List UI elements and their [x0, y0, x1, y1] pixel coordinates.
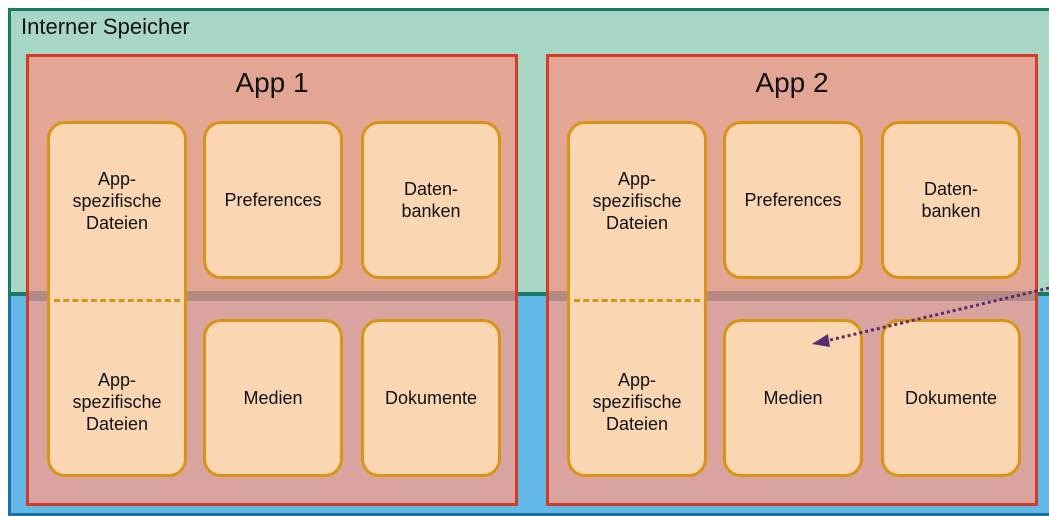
app-1-app-files-dashed-divider: [54, 299, 180, 302]
app-2-box: App 2 App- spezifische Dateien App- spez…: [546, 54, 1038, 506]
app-1-app-files-card: App- spezifische Dateien App- spezifisch…: [47, 121, 187, 477]
app-2-databases-card: Daten- banken: [881, 121, 1021, 279]
app-2-boundary-band: [549, 291, 1035, 301]
app-1-media-label: Medien: [243, 388, 303, 408]
storage-divider: [8, 292, 1049, 296]
app-2-media-label: Medien: [763, 388, 823, 408]
app-1-app-files-internal-label: App- spezifische Dateien: [72, 169, 162, 233]
app-2-media-card: Medien: [723, 319, 863, 477]
app-2-documents-card: Dokumente: [881, 319, 1021, 477]
app-1-title: App 1: [235, 67, 309, 98]
app-2-app-files-external-label: App- spezifische Dateien: [592, 370, 682, 434]
media-access-arrow-line: [825, 286, 1049, 343]
app-2-app-files-internal-label: App- spezifische Dateien: [592, 169, 682, 233]
app-2-preferences-card: Preferences: [723, 121, 863, 279]
app-1-preferences-label: Preferences: [224, 190, 322, 210]
app-2-app-files-card: App- spezifische Dateien App- spezifisch…: [567, 121, 707, 477]
app-1-databases-label: Daten- banken: [401, 179, 461, 221]
app-1-databases-card: Daten- banken: [361, 121, 501, 279]
app-1-boundary-band: [29, 291, 515, 301]
app-1-documents-card: Dokumente: [361, 319, 501, 477]
app-2-documents-label: Dokumente: [904, 388, 998, 408]
app-1-box: App 1 App- spezifische Dateien App- spez…: [26, 54, 518, 506]
app-2-preferences-label: Preferences: [744, 190, 842, 210]
app-1-preferences-card: Preferences: [203, 121, 343, 279]
app-1-app-files-external-label: App- spezifische Dateien: [72, 370, 162, 434]
app-1-media-card: Medien: [203, 319, 343, 477]
app-2-databases-label: Daten- banken: [921, 179, 981, 221]
media-access-arrowhead-icon: [812, 334, 830, 347]
internal-storage-label: Interner Speicher: [21, 14, 190, 39]
app-2-title: App 2: [755, 67, 829, 98]
app-1-documents-label: Dokumente: [384, 388, 478, 408]
app-2-app-files-dashed-divider: [574, 299, 700, 302]
